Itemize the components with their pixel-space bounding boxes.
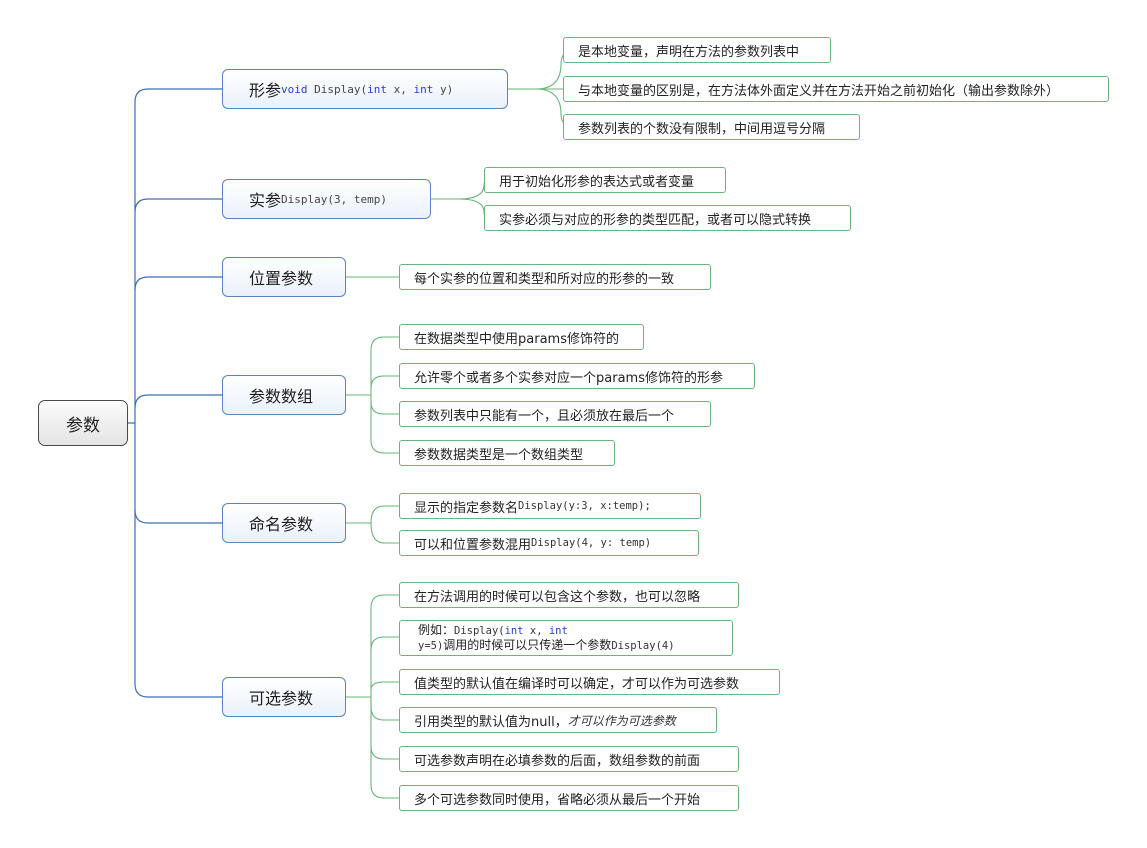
code-text: y) (433, 82, 454, 96)
leaf-item[interactable]: 用于初始化形参的表达式或者变量 (484, 167, 726, 193)
leaf-text: 参数列表中只能有一个，且必须放在最后一个 (414, 408, 675, 424)
branch-named-params[interactable]: 命名参数 (222, 503, 346, 543)
leaf-item[interactable]: 值类型的默认值在编译时可以确定，才可以作为可选参数 (399, 669, 780, 695)
code-keyword: int (413, 82, 434, 96)
code-text: x, (523, 625, 549, 637)
code-snippet: void Display(int x, int y) (281, 83, 453, 96)
leaf-text: 调用的时候可以只传递一个参数 (443, 638, 612, 652)
code-snippet: Display(4) (611, 640, 675, 652)
leaf-item[interactable]: 可选参数声明在必填参数的后面，数组参数的前面 (399, 746, 739, 772)
branch-label: 位置参数 (249, 269, 314, 288)
root-node[interactable]: 参数 (38, 400, 128, 446)
code-text: Display( (307, 82, 368, 96)
branch-label: 可选参数 (249, 689, 314, 708)
leaf-item[interactable]: 参数数据类型是一个数组类型 (399, 440, 615, 466)
branch-label: 实参 (249, 191, 282, 210)
leaf-text: 在方法调用的时候可以包含这个参数，也可以忽略 (414, 589, 701, 605)
example-line-1: 例如：Display(int x, int (418, 623, 724, 638)
leaf-item[interactable]: 是本地变量，声明在方法的参数列表中 (563, 37, 831, 63)
leaf-text: 例如： (418, 623, 455, 637)
branch-label: 形参 (249, 81, 282, 100)
leaf-text: 参数数据类型是一个数组类型 (414, 447, 584, 463)
leaf-text: 用于初始化形参的表达式或者变量 (499, 174, 695, 190)
branch-label: 命名参数 (249, 515, 314, 534)
leaf-item[interactable]: 与本地变量的区别是，在方法体外面定义并在方法开始之前初始化（输出参数除外） (563, 76, 1109, 102)
branch-param-array[interactable]: 参数数组 (222, 375, 346, 415)
leaf-text: 值类型的默认值在编译时可以确定，才可以作为可选参数 (414, 676, 740, 692)
code-snippet: Display(4, y: temp) (531, 537, 652, 549)
leaf-text: 可以和位置参数混用 (414, 537, 532, 553)
leaf-text: 允许零个或者多个实参对应一个params修饰符的形参 (414, 370, 723, 386)
leaf-text-italic: 才可以作为可选参数 (567, 713, 676, 728)
code-text: x, (387, 82, 414, 96)
branch-label: 参数数组 (249, 387, 314, 406)
leaf-item[interactable]: 引用类型的默认值为null，才可以作为可选参数 (399, 707, 717, 733)
code-snippet: Display(3, temp) (281, 192, 387, 206)
leaf-item[interactable]: 实参必须与对应的形参的类型匹配，或者可以隐式转换 (484, 205, 851, 231)
leaf-text: 每个实参的位置和类型和所对应的形参的一致 (414, 271, 675, 287)
example-line-2: y=5)调用的时候可以只传递一个参数Display(4) (418, 638, 724, 653)
branch-optional-params[interactable]: 可选参数 (222, 677, 346, 717)
root-label: 参数 (66, 415, 100, 436)
leaf-item[interactable]: 允许零个或者多个实参对应一个params修饰符的形参 (399, 363, 755, 389)
branch-positional-params[interactable]: 位置参数 (222, 257, 346, 297)
code-keyword: int (548, 625, 568, 637)
leaf-item[interactable]: 在方法调用的时候可以包含这个参数，也可以忽略 (399, 582, 739, 608)
leaf-text: 与本地变量的区别是，在方法体外面定义并在方法开始之前初始化（输出参数除外） (578, 83, 1060, 99)
code-snippet: Display(int x, int (454, 625, 568, 637)
leaf-text: 参数列表的个数没有限制，中间用逗号分隔 (578, 121, 826, 137)
leaf-item[interactable]: 每个实参的位置和类型和所对应的形参的一致 (399, 264, 711, 290)
leaf-text: 是本地变量，声明在方法的参数列表中 (578, 44, 800, 60)
code-keyword: void (281, 82, 308, 96)
leaf-text: 显示的指定参数名 (414, 500, 519, 516)
leaf-text: 实参必须与对应的形参的类型匹配，或者可以隐式转换 (499, 212, 812, 228)
leaf-text: 多个可选参数同时使用，省略必须从最后一个开始 (414, 792, 701, 808)
leaf-item-example[interactable]: 例如：Display(int x, int y=5)调用的时候可以只传递一个参数… (399, 620, 733, 656)
leaf-item[interactable]: 在数据类型中使用params修饰符的 (399, 324, 644, 350)
leaf-text: 引用类型的默认值为null， (414, 714, 568, 730)
code-keyword: int (367, 82, 387, 96)
leaf-item[interactable]: 多个可选参数同时使用，省略必须从最后一个开始 (399, 785, 739, 811)
code-keyword: int (504, 625, 524, 637)
code-snippet: y=5) (418, 640, 444, 652)
leaf-item[interactable]: 参数列表的个数没有限制，中间用逗号分隔 (563, 114, 860, 140)
leaf-text: 可选参数声明在必填参数的后面，数组参数的前面 (414, 753, 701, 769)
code-text: Display( (454, 625, 505, 637)
leaf-text: 在数据类型中使用params修饰符的 (414, 331, 619, 347)
code-snippet: Display(y:3, x:temp); (518, 500, 651, 512)
leaf-item[interactable]: 参数列表中只能有一个，且必须放在最后一个 (399, 401, 711, 427)
